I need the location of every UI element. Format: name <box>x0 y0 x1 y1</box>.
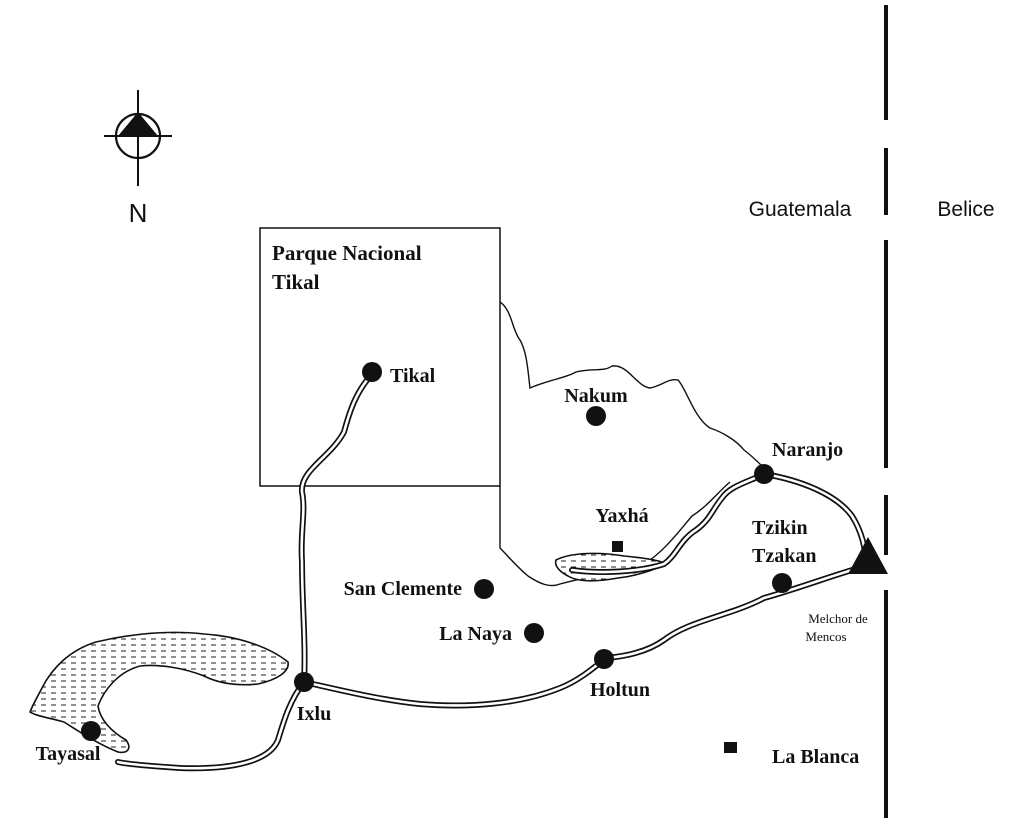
site-label-la-blanca: La Blanca <box>772 746 859 768</box>
site-label-yaxha: Yaxhá <box>595 505 648 527</box>
site-label-naranjo: Naranjo <box>772 439 843 461</box>
site-marker-holtun <box>594 649 614 669</box>
site-label-tayasal: Tayasal <box>36 743 101 765</box>
site-label-nakum: Nakum <box>564 385 628 407</box>
park-boundary <box>259 227 501 487</box>
country-label-guatemala: Guatemala <box>749 198 852 221</box>
site-marker-nakum <box>586 406 606 426</box>
site-marker-ixlu <box>294 672 314 692</box>
roads <box>115 371 869 772</box>
site-marker-tikal <box>362 362 382 382</box>
site-marker-tayasal <box>81 721 101 741</box>
border-town-label-line1: Melchor de <box>808 611 868 626</box>
park-label-line1: Parque Nacional <box>272 241 422 265</box>
site-marker-la-blanca <box>724 742 737 753</box>
country-label-belice: Belice <box>937 198 994 221</box>
triangle-marker-icon <box>848 537 888 574</box>
site-label-ixlu: Ixlu <box>297 703 331 725</box>
site-marker-tzikin-tzakan <box>772 573 792 593</box>
site-label-holtun: Holtun <box>590 679 650 701</box>
region-boundary <box>499 301 765 587</box>
site-label-tikal: Tikal <box>390 365 436 387</box>
site-marker-naranjo <box>754 464 774 484</box>
north-arrow-icon <box>104 90 172 186</box>
site-marker-la-naya <box>524 623 544 643</box>
site-label-tzikin-line2: Tzakan <box>752 545 816 567</box>
site-marker-yaxha <box>612 541 623 552</box>
site-label-tzikin-line1: Tzikin <box>752 517 808 539</box>
park-label-line2: Tikal <box>272 270 320 294</box>
site-label-san-clemente: San Clemente <box>344 578 462 600</box>
compass-label: N <box>129 198 148 228</box>
site-marker-san-clemente <box>474 579 494 599</box>
lake-peten-itza <box>29 631 289 754</box>
border-town-label-line2: Mencos <box>805 629 846 644</box>
site-label-la-naya: La Naya <box>439 623 512 645</box>
